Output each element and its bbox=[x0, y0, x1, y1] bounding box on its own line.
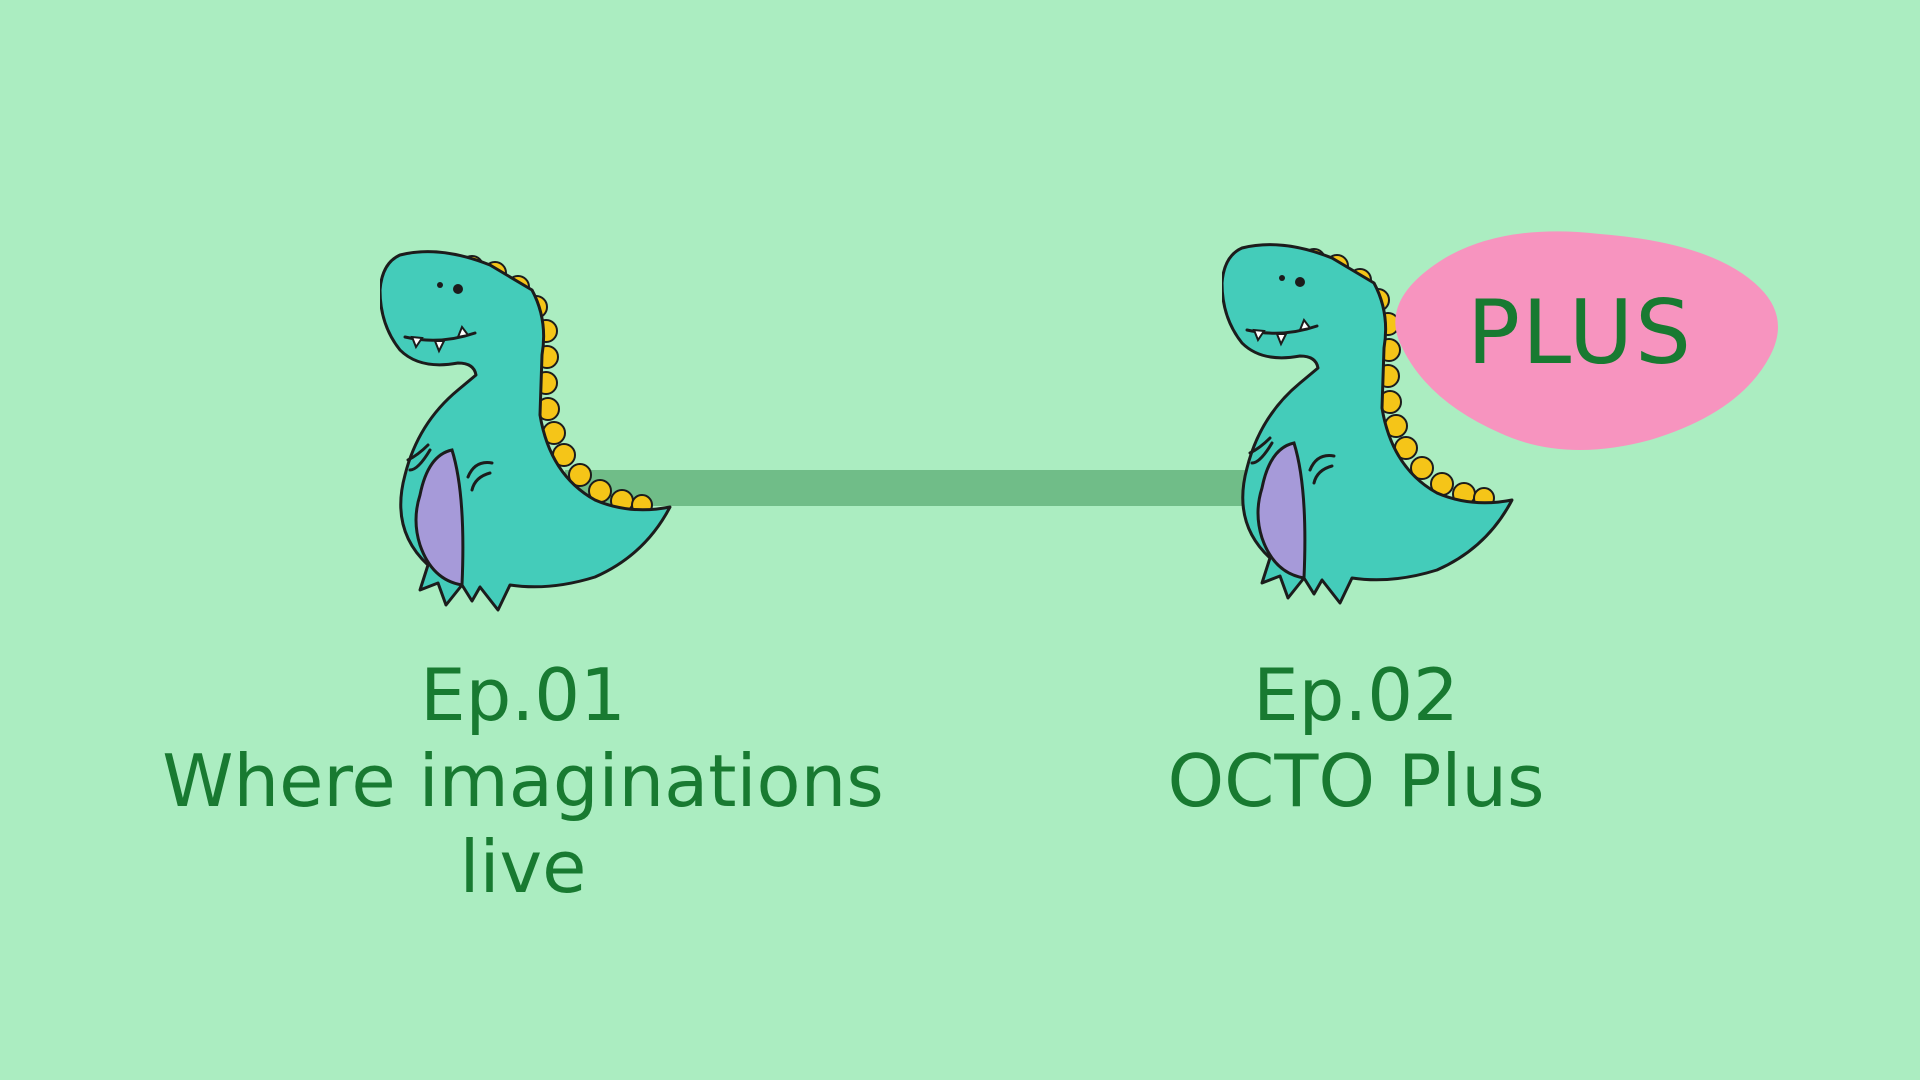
dinosaur-icon bbox=[380, 250, 672, 612]
episode-title-line: Where imaginations bbox=[162, 739, 884, 823]
episode-number: Ep.02 bbox=[1253, 653, 1459, 737]
episode-1-caption: Ep.01 Where imaginations live bbox=[113, 652, 933, 910]
episode-title-line: live bbox=[459, 825, 587, 909]
plus-badge-label: PLUS bbox=[1467, 281, 1693, 384]
episode-2-caption: Ep.02 OCTO Plus bbox=[946, 652, 1766, 824]
dinosaur-icon bbox=[1222, 243, 1514, 605]
plus-badge-blob bbox=[1395, 231, 1778, 450]
timeline-connector bbox=[565, 470, 1260, 506]
episode-number: Ep.01 bbox=[420, 653, 626, 737]
episode-title-line: OCTO Plus bbox=[1167, 739, 1545, 823]
